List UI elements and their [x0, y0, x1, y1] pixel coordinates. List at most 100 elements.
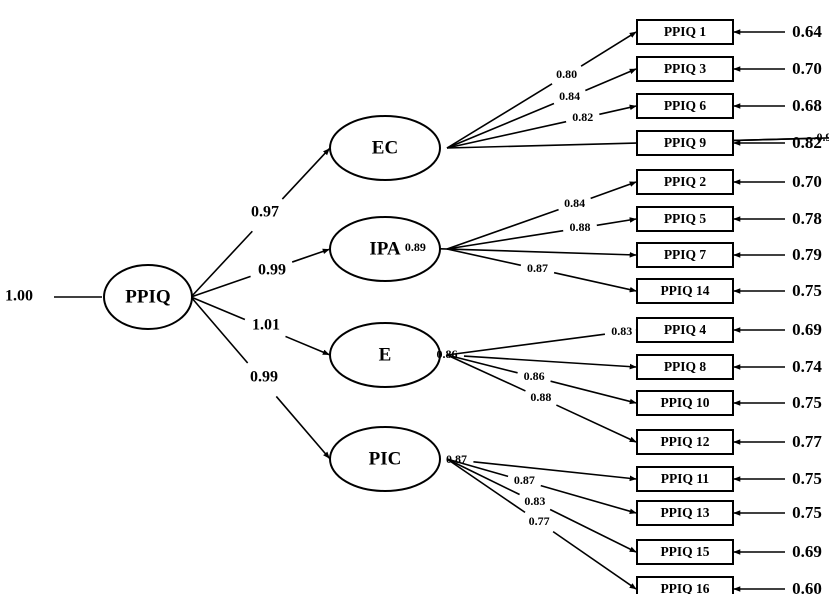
indicator-box: [636, 93, 734, 119]
factor-path-e-arrow: [285, 335, 330, 356]
loading-path: [446, 229, 564, 250]
factor-loading-ec: 0.97: [251, 204, 279, 221]
indicator-loading: 0.88: [570, 220, 591, 234]
factor-ellipse-e: [329, 322, 441, 388]
indicator-residual: 0.75: [792, 469, 822, 488]
factor-path-e: [190, 296, 246, 321]
indicator-loading: 0.83: [524, 494, 545, 508]
factor-ellipse-pic: [329, 426, 441, 492]
indicator-label: PPIQ 11: [661, 471, 710, 486]
indicator-residual: 0.78: [792, 209, 822, 228]
loading-path: [446, 120, 567, 149]
indicator-label: PPIQ 5: [664, 211, 707, 226]
loading-path: [446, 208, 559, 250]
indicator-box: [636, 242, 734, 268]
indicator-label: PPIQ 14: [660, 283, 709, 298]
indicator-box: [636, 317, 734, 343]
indicator-residual: 0.82: [792, 133, 822, 152]
loading-path-arrow: [463, 355, 637, 370]
loading-path-arrow: [432, 247, 637, 258]
loading-path-arrow: [553, 271, 637, 293]
factor-loading-pic: 0.99: [250, 369, 278, 386]
indicator-box: [636, 466, 734, 492]
indicator-label: PPIQ 3: [664, 61, 707, 76]
indicator-box: [636, 19, 734, 45]
indicator-loading: 0.87: [446, 452, 467, 466]
factor-label-e: E: [379, 344, 392, 365]
indicator-label: PPIQ 6: [664, 98, 707, 113]
loading-path-arrow: [552, 530, 637, 590]
loading-path-arrow: [556, 404, 637, 443]
indicator-box: [636, 130, 734, 156]
loading-path-arrow: [585, 68, 637, 92]
loading-path-arrow: [549, 508, 637, 553]
loading-path-arrow: [550, 380, 637, 405]
loading-path: [446, 248, 522, 267]
loading-path-arrow: [599, 104, 637, 116]
loading-path: [446, 333, 606, 356]
indicator-box: [636, 390, 734, 416]
indicator-label: PPIQ 1: [664, 24, 707, 39]
indicator-label: PPIQ 10: [660, 395, 709, 410]
indicator-label: PPIQ 8: [664, 359, 707, 374]
indicator-loading: 0.77: [529, 514, 550, 528]
indicator-box: [636, 539, 734, 565]
indicator-label: PPIQ 9: [664, 135, 707, 150]
indicator-label: PPIQ 4: [664, 322, 707, 337]
factor-loading-e: 1.01: [252, 317, 280, 334]
factor-ellipse-ec: [329, 115, 441, 181]
indicator-box: [636, 56, 734, 82]
factor-loading-ipa: 0.99: [258, 262, 286, 279]
loading-path-arrow: [473, 460, 637, 482]
indicator-box: [636, 169, 734, 195]
indicator-loading: 0.86: [524, 369, 545, 383]
factor-label-pic: PIC: [369, 448, 402, 469]
indicator-loading: 0.87: [527, 261, 548, 275]
indicator-loading: 0.91: [817, 130, 829, 144]
indicator-label: PPIQ 15: [660, 544, 709, 559]
indicator-residual: 0.69: [792, 320, 822, 339]
factor-path-pic: [190, 296, 249, 364]
indicator-loading: 0.82: [572, 110, 593, 124]
factor-label-ec: EC: [372, 137, 398, 158]
loading-path: [446, 458, 526, 514]
indicator-residual: 0.70: [792, 59, 822, 78]
loading-path: [446, 83, 553, 149]
indicator-label: PPIQ 16: [660, 581, 709, 594]
indicator-box: [636, 278, 734, 304]
loading-path-arrow: [580, 31, 637, 67]
indicator-loading: 0.83: [611, 324, 632, 338]
indicator-residual: 0.75: [792, 503, 822, 522]
indicator-loading: 0.88: [530, 390, 551, 404]
indicator-loading: 0.80: [556, 67, 577, 81]
indicator-label: PPIQ 13: [660, 505, 709, 520]
factor-path-pic-arrow: [275, 395, 330, 459]
indicator-loading: 0.86: [437, 347, 458, 361]
indicator-residual: 0.77: [792, 432, 822, 451]
indicator-box: [636, 206, 734, 232]
indicator-residual: 0.75: [792, 281, 822, 300]
diagram-nodes: [103, 19, 734, 594]
factor-path-ipa-arrow: [291, 248, 330, 263]
indicator-box: [636, 500, 734, 526]
indicator-residual: 0.60: [792, 579, 822, 594]
factor-ellipse-ipa: [329, 216, 441, 282]
indicator-residual: 0.74: [792, 357, 822, 376]
loading-path: [446, 354, 518, 374]
indicator-residual: 0.70: [792, 172, 822, 191]
loading-path: [446, 102, 555, 149]
factor-label-ipa: IPA: [369, 238, 401, 259]
loading-path: [446, 354, 526, 392]
indicator-label: PPIQ 2: [664, 174, 707, 189]
indicator-box: [636, 576, 734, 594]
factor-path-ec: [190, 230, 253, 298]
indicator-residual: 0.68: [792, 96, 822, 115]
indicator-label: PPIQ 7: [664, 247, 707, 262]
indicator-residual: 0.79: [792, 245, 822, 264]
indicator-box: [636, 429, 734, 455]
indicator-loading: 0.89: [405, 240, 426, 254]
indicator-residual: 0.75: [792, 393, 822, 412]
indicator-loading: 0.87: [514, 473, 535, 487]
